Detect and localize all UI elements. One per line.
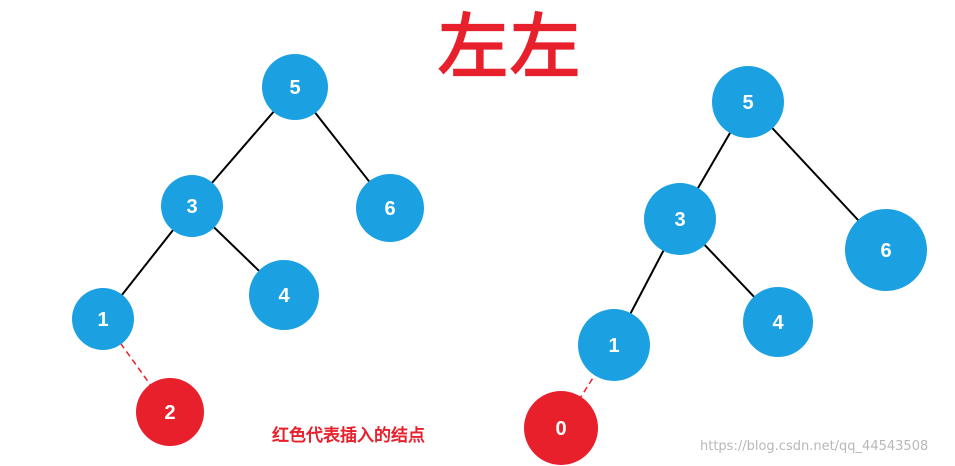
page-title: 左左: [438, 6, 582, 88]
tree-node-r5: 5: [712, 66, 784, 138]
node-label: 3: [674, 209, 685, 231]
node-circle: [845, 209, 927, 291]
inserted-node-l2: 2: [136, 378, 204, 446]
tree-node-r6: 6: [845, 209, 927, 291]
tree-node-r1: 1: [578, 309, 650, 381]
tree-node-l1: 1: [72, 288, 134, 350]
node-circle: [524, 391, 598, 465]
node-circle: [262, 54, 328, 120]
node-label: 5: [289, 77, 300, 99]
node-label: 3: [186, 196, 197, 218]
node-label: 1: [97, 309, 108, 331]
tree-node-l5: 5: [262, 54, 328, 120]
inserted-node-r0: 0: [524, 391, 598, 465]
nodes-layer: 5 3 6 1 4 2 5 3 6 1 4 0: [72, 54, 927, 465]
legend-caption: 红色代表插入的结点: [272, 426, 425, 446]
node-circle: [578, 309, 650, 381]
node-circle: [72, 288, 134, 350]
node-label: 0: [555, 418, 566, 440]
node-circle: [356, 174, 424, 242]
node-circle: [161, 175, 223, 237]
node-label: 1: [608, 335, 619, 357]
node-label: 2: [164, 402, 175, 424]
watermark: https://blog.csdn.net/qq_44543508: [700, 439, 929, 454]
tree-node-r4: 4: [743, 287, 813, 357]
edges-layer: [102, 86, 887, 429]
node-circle: [712, 66, 784, 138]
node-circle: [249, 260, 319, 330]
node-label: 5: [742, 92, 753, 114]
node-label: 6: [880, 240, 891, 262]
node-circle: [644, 183, 716, 255]
node-label: 4: [278, 285, 290, 307]
node-label: 4: [772, 312, 784, 334]
tree-node-l6: 6: [356, 174, 424, 242]
node-circle: [136, 378, 204, 446]
node-label: 6: [384, 198, 395, 220]
tree-node-l3: 3: [161, 175, 223, 237]
node-circle: [743, 287, 813, 357]
tree-node-r3: 3: [644, 183, 716, 255]
tree-node-l4: 4: [249, 260, 319, 330]
